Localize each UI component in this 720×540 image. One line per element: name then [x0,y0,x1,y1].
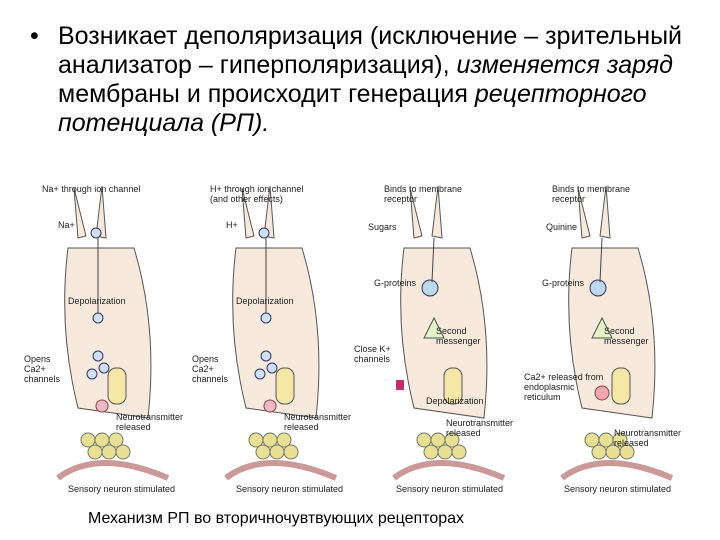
panel-side-label: Opens Ca2+ channels [24,354,60,384]
bullet-marker: • [30,22,39,51]
receptor-panel-2: H+ through ion channel (and other effect… [206,178,372,498]
receptor-panel-4: Binds to membrane receptor Quinine G-pro… [542,178,708,498]
panel-release-label: Neurotransmitter released [614,428,681,448]
panel-mid-label: G-proteins [374,278,416,288]
panel-top-label: Binds to membrane receptor [552,184,630,204]
panel-mid-label: Depolarization [68,296,126,306]
panel-top-label: Na+ through ion channel [42,184,140,194]
panel-ion-label: Na+ [58,220,75,230]
text-part: мембраны и происходит генерация [58,80,475,108]
panel-messenger-label: Second messenger [436,326,481,346]
panel-ion-label: H+ [226,220,238,230]
panel-release-label: Neurotransmitter released [116,412,183,432]
panel-ion-label: Quinine [546,222,577,232]
panel-top-label: Binds to membrane receptor [384,184,462,204]
panel-side-label: Close K+ channels [354,344,391,364]
text-part-italic: изменяется заряд [456,51,672,79]
panel-side-label: Opens Ca2+ channels [192,354,228,384]
panel-mid-label: Depolarization [236,296,294,306]
bullet-text: • Возникает деполяризация (исключение – … [58,22,698,138]
receptor-figure: Na+ through ion channel Na+ Depolarizati… [38,178,708,498]
panel-release-label: Neurotransmitter released [284,412,351,432]
panel-bottom-label: Sensory neuron stimulated [564,484,671,494]
panel-mid-label: G-proteins [542,278,584,288]
panel-bottom-label: Sensory neuron stimulated [68,484,175,494]
receptor-panel-1: Na+ through ion channel Na+ Depolarizati… [38,178,204,498]
panel-bottom-label: Sensory neuron stimulated [236,484,343,494]
panel-side-label: Ca2+ released from endoplasmic reticulum [524,372,603,402]
panel-bottom-label: Sensory neuron stimulated [396,484,503,494]
panel-extra-label: Depolarization [426,396,484,406]
panel-ion-label: Sugars [368,222,397,232]
panel-top-label: H+ through ion channel (and other effect… [210,184,303,204]
figure-caption: Механизм РП во вторичночувтвующих рецепт… [88,510,464,528]
panel-messenger-label: Second messenger [604,326,649,346]
panel-release-label: Neurotransmitter released [446,418,513,438]
receptor-panel-3: Binds to membrane receptor Sugars G-prot… [374,178,540,498]
